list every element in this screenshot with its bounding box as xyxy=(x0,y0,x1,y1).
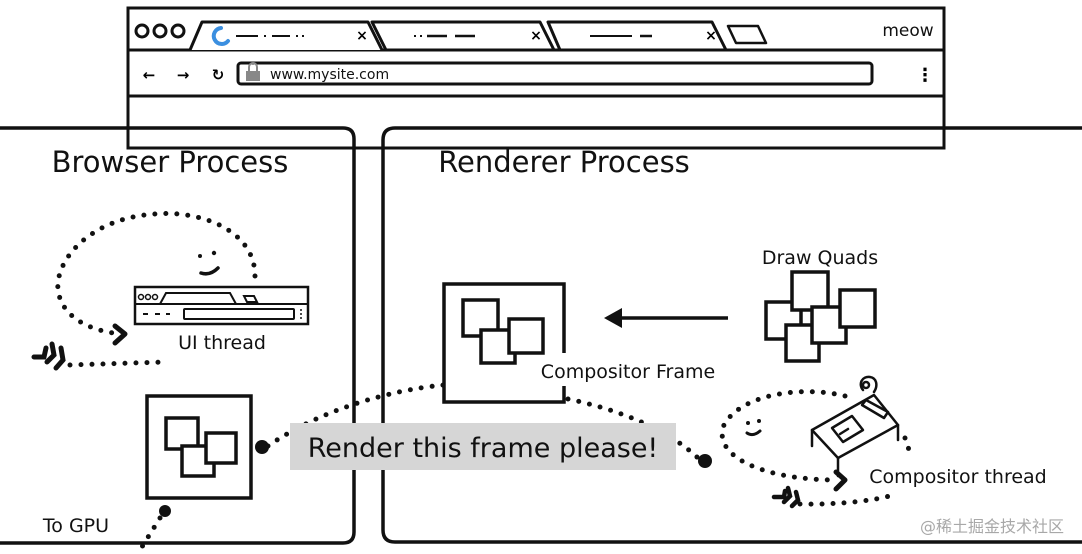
loop-arrowhead-icon xyxy=(112,323,128,346)
reload-icon[interactable]: ↻ xyxy=(212,66,225,84)
received-frame-icon xyxy=(145,394,253,500)
motion-lines-icon xyxy=(771,485,801,509)
browser-window-mockup: × × × meow ← → ↻ xyxy=(126,6,946,150)
thread-face-icon xyxy=(198,250,220,276)
compositor-thread-bottom-path xyxy=(797,491,899,507)
render-request-message: Render this frame please! xyxy=(255,382,712,470)
compositor-thread-loop-path xyxy=(719,389,848,483)
browser-process-title: Browser Process xyxy=(52,145,289,179)
menu-icon[interactable]: ⋮ xyxy=(916,65,934,86)
draw-quads-icon xyxy=(764,270,877,363)
tab-1[interactable]: × xyxy=(188,20,384,51)
connector-dot xyxy=(255,440,269,454)
message-label-background xyxy=(290,423,676,470)
compositor-frame-label: Compositor Frame xyxy=(541,361,715,383)
left-arrow-icon xyxy=(604,308,728,328)
tab-3[interactable]: × xyxy=(546,20,728,52)
new-tab-button[interactable] xyxy=(726,24,768,45)
tab-close-icon[interactable]: × xyxy=(356,28,368,44)
browser-process-panel: Browser Process xyxy=(0,126,356,553)
watermark: @稀土掘金技术社区 xyxy=(920,517,1064,536)
connector-dot xyxy=(698,454,712,468)
ui-thread-tail-path xyxy=(67,359,168,368)
thread-face-icon xyxy=(745,419,762,437)
back-arrow-icon[interactable]: ← xyxy=(143,66,156,84)
to-gpu-label: To GPU xyxy=(42,515,109,537)
compositor-thread-tail-path xyxy=(902,435,914,459)
profile-name: meow xyxy=(882,21,933,41)
forward-arrow-icon[interactable]: → xyxy=(177,66,190,84)
window-button-circle[interactable] xyxy=(134,23,150,39)
address-bar[interactable]: www.mysite.com xyxy=(236,61,874,86)
tab-close-icon[interactable]: × xyxy=(705,28,717,44)
compositor-frame-icon xyxy=(442,282,566,404)
draw-quads-label: Draw Quads xyxy=(762,247,878,269)
message-text: Render this frame please! xyxy=(308,433,659,464)
worker-desk-icon xyxy=(810,375,900,478)
window-controls[interactable] xyxy=(134,23,186,39)
loading-spinner-icon xyxy=(211,26,230,46)
address-text[interactable]: www.mysite.com xyxy=(270,67,389,83)
renderer-process-panel: Renderer Process Compositor Frame Draw Q… xyxy=(381,126,1082,544)
compositor-thread-label: Compositor thread xyxy=(869,466,1046,488)
window-button-circle[interactable] xyxy=(170,23,186,39)
lock-icon xyxy=(246,62,260,81)
ui-thread-loop-path xyxy=(55,211,258,337)
motion-lines-icon xyxy=(31,341,66,371)
to-gpu-path xyxy=(137,515,163,553)
renderer-process-title: Renderer Process xyxy=(438,145,690,179)
mini-browser-window-icon xyxy=(133,285,310,326)
tab-close-icon[interactable]: × xyxy=(530,28,542,44)
tab-2[interactable]: × xyxy=(370,20,556,52)
window-button-circle[interactable] xyxy=(152,23,168,39)
connector-dot xyxy=(159,505,171,517)
message-path-left xyxy=(265,382,447,449)
ui-thread-label: UI thread xyxy=(178,332,266,354)
message-path-right xyxy=(565,396,703,463)
